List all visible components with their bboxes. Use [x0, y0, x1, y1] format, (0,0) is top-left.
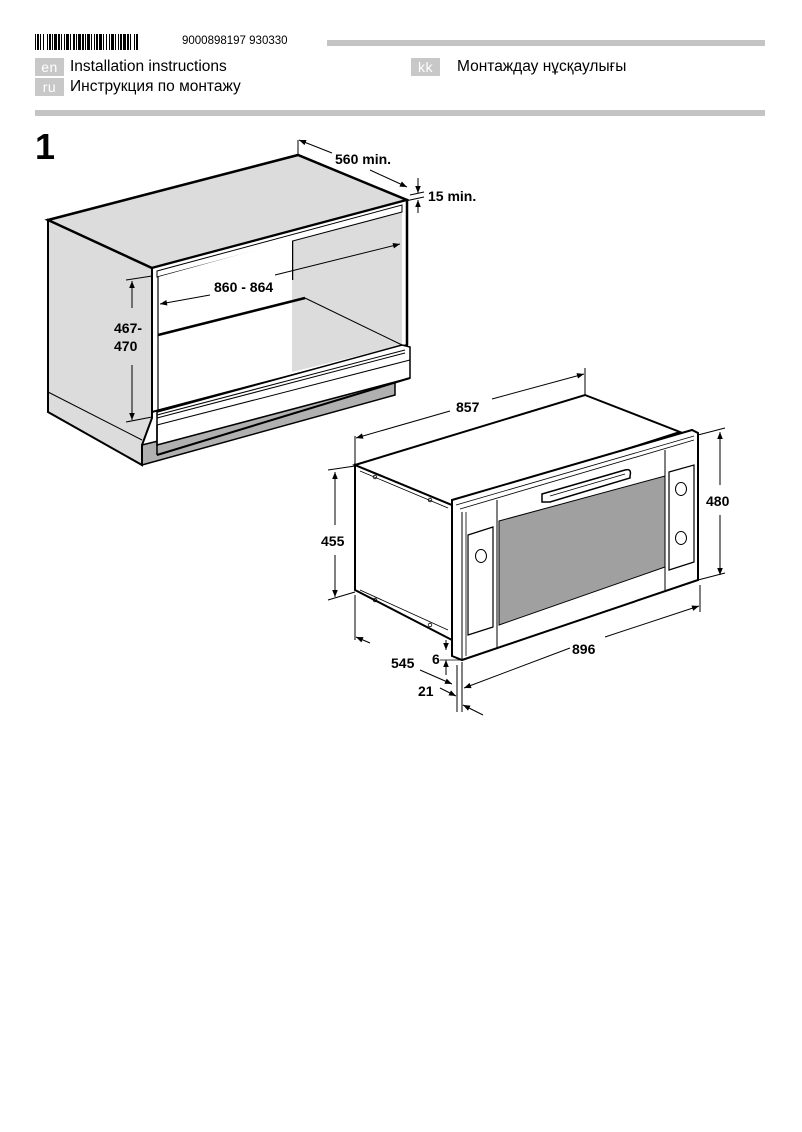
- language-title-kk: Монтаждау нұсқаулығы: [457, 58, 627, 75]
- oven-drawing: [352, 393, 699, 662]
- dim-cabinet-height-1: 467-: [114, 320, 142, 336]
- language-badge-ru: ru: [35, 78, 64, 96]
- language-title-en: Installation instructions: [70, 58, 227, 75]
- language-badge-en: en: [35, 58, 64, 76]
- barcode: [35, 34, 139, 50]
- dim-cabinet-width: 860 - 864: [214, 279, 273, 295]
- step-number: 1: [35, 126, 56, 167]
- language-row-ru: ru Инструкция по монтажу: [35, 78, 241, 96]
- dim-oven-body-width: 857: [456, 399, 480, 415]
- cabinet-dimensions: 560 min. 15 min. 860 - 864 467- 470: [114, 139, 476, 423]
- dim-cabinet-depth: 560 min.: [335, 151, 391, 167]
- language-row-en: en Installation instructions: [35, 58, 227, 76]
- oven-dimensions: 857 455 480 896 545 6 21: [321, 368, 730, 716]
- dim-oven-body-height: 455: [321, 533, 345, 549]
- barcode-number: 9000898197 930330: [182, 35, 288, 47]
- dim-oven-front-thickness: 21: [418, 683, 434, 699]
- dim-top-gap: 15 min.: [428, 188, 476, 204]
- dim-oven-body-depth: 545: [391, 655, 415, 671]
- language-badge-kk: kk: [411, 58, 440, 76]
- dim-oven-front-height: 480: [706, 493, 730, 509]
- language-row-kk: kk Монтаждау нұсқаулығы: [411, 58, 626, 76]
- dim-oven-bottom-offset: 6: [432, 651, 440, 667]
- cabinet-drawing: [44, 153, 411, 467]
- dim-oven-front-width: 896: [572, 641, 596, 657]
- header-rule: [327, 40, 765, 46]
- dim-cabinet-height-2: 470: [114, 338, 138, 354]
- language-title-ru: Инструкция по монтажу: [70, 78, 241, 95]
- section-rule: [35, 110, 765, 116]
